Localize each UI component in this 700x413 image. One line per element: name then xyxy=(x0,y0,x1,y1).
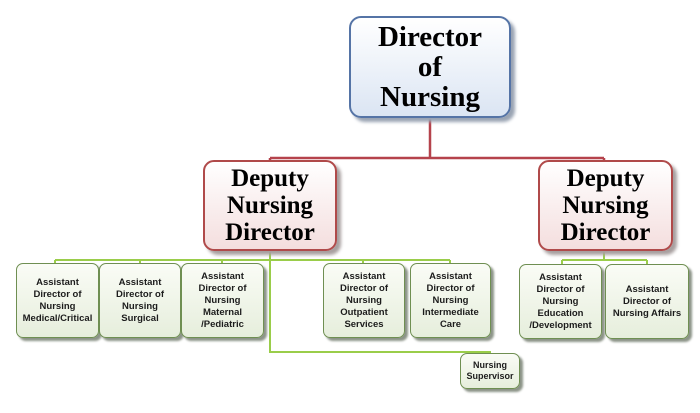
deputy-director-left-box[interactable]: Deputy Nursing Director xyxy=(203,160,337,251)
assistant-maternal-pediatric-box[interactable]: Assistant Director of Nursing Maternal /… xyxy=(181,263,264,338)
nursing-supervisor-box[interactable]: Nursing Supervisor xyxy=(460,353,520,389)
deputy-director-right-box[interactable]: Deputy Nursing Director xyxy=(538,160,673,251)
assistant-surgical-label: Assistant Director of Nursing Surgical xyxy=(115,276,165,324)
director-label: Director of Nursing xyxy=(377,21,483,113)
deputy-left-label: Deputy Nursing Director xyxy=(225,165,315,246)
connector-right-deputy-assistants xyxy=(561,251,648,265)
director-of-nursing-box[interactable]: Director of Nursing xyxy=(349,16,511,118)
assistant-education-development-box[interactable]: Assistant Director of Nursing Education … xyxy=(519,264,602,339)
assistant-nursing-affairs-box[interactable]: Assistant Director of Nursing Affairs xyxy=(605,264,689,339)
assistant-nursing-affairs-label: Assistant Director of Nursing Affairs xyxy=(612,283,682,319)
deputy-right-label: Deputy Nursing Director xyxy=(560,165,651,246)
assistant-outpatient-services-box[interactable]: Assistant Director of Nursing Outpatient… xyxy=(323,263,405,338)
nursing-supervisor-label: Nursing Supervisor xyxy=(466,360,514,381)
assistant-intermediate-care-box[interactable]: Assistant Director of Nursing Intermedia… xyxy=(410,263,491,338)
assistant-medical-critical-label: Assistant Director of Nursing Medical/Cr… xyxy=(22,276,93,324)
connector-director-deputies xyxy=(268,118,606,162)
connector-left-deputy-assistants xyxy=(54,251,491,354)
assistant-education-development-label: Assistant Director of Nursing Education … xyxy=(529,271,592,331)
assistant-intermediate-care-label: Assistant Director of Nursing Intermedia… xyxy=(422,270,479,330)
assistant-maternal-pediatric-label: Assistant Director of Nursing Maternal /… xyxy=(198,270,247,330)
assistant-outpatient-services-label: Assistant Director of Nursing Outpatient… xyxy=(339,270,389,330)
assistant-surgical-box[interactable]: Assistant Director of Nursing Surgical xyxy=(99,263,181,338)
assistant-medical-critical-box[interactable]: Assistant Director of Nursing Medical/Cr… xyxy=(16,263,99,338)
